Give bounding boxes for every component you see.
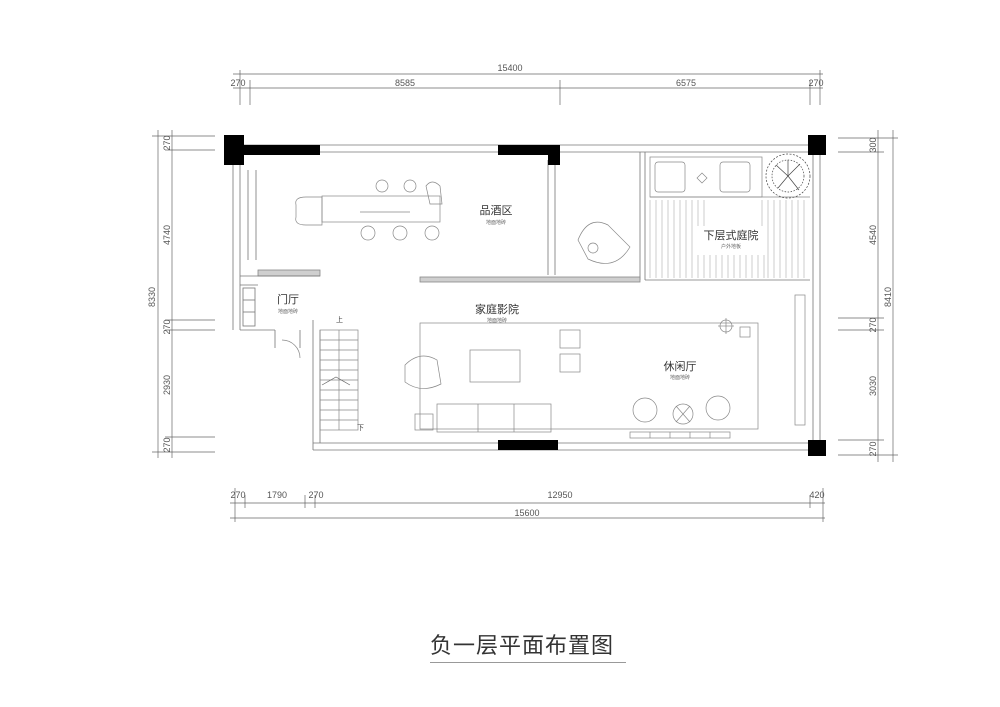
wine-bar-furniture — [295, 179, 443, 241]
dim-bottom-a: 270 — [230, 490, 245, 500]
courtyard-floor: 户外地板 — [721, 243, 741, 250]
dim-right-total: 8410 — [883, 287, 893, 307]
courtyard-name: 下层式庭院 — [704, 228, 759, 242]
dim-top-total: 15400 — [497, 63, 522, 73]
courtyard-furniture — [577, 156, 810, 264]
dim-bottom-e: 420 — [809, 490, 824, 500]
dim-bottom-c: 270 — [308, 490, 323, 500]
bottom-dimension — [230, 488, 825, 522]
dim-left-a: 270 — [162, 135, 172, 150]
left-dimension — [152, 130, 215, 458]
dim-bottom-d: 12950 — [547, 490, 572, 500]
lounge-floor: 地面地砖 — [670, 374, 690, 381]
stair-down-label: 下 — [357, 424, 364, 432]
dim-right-c: 270 — [868, 317, 878, 332]
columns — [224, 135, 826, 456]
stair-up-label: 上 — [336, 315, 343, 324]
dim-right-b: 4540 — [868, 225, 878, 245]
dim-top-right-span: 6575 — [676, 78, 696, 88]
theater-name: 家庭影院 — [475, 302, 519, 316]
title-underline — [430, 662, 626, 663]
dim-left-b: 4740 — [162, 225, 172, 245]
dim-right-d: 3030 — [868, 376, 878, 396]
theater-floor: 地面地砖 — [487, 317, 507, 324]
theater-furniture — [404, 294, 806, 439]
top-dimension — [233, 70, 823, 105]
dim-top-left-span: 8585 — [395, 78, 415, 88]
dim-right-e: 270 — [868, 441, 878, 456]
staircase — [281, 329, 359, 431]
lounge-name: 休闲厅 — [664, 359, 697, 373]
dim-bottom-b: 1790 — [267, 490, 287, 500]
dim-left-c: 270 — [162, 319, 172, 334]
dim-top-left-edge: 270 — [230, 78, 245, 88]
dim-left-total: 8330 — [147, 287, 157, 307]
dim-bottom-total: 15600 — [514, 508, 539, 518]
wine-area-floor: 地面地砖 — [486, 219, 506, 226]
dim-left-d: 2930 — [162, 375, 172, 395]
courtyard-decking — [649, 200, 805, 278]
wine-area-name: 品酒区 — [480, 204, 513, 217]
drawing-title: 负一层平面布置图 — [430, 634, 615, 659]
dim-top-right-edge: 270 — [808, 78, 823, 88]
tree-icon — [765, 153, 811, 199]
dim-right-a: 300 — [868, 137, 878, 152]
right-dimension — [838, 130, 898, 462]
dim-left-e: 270 — [162, 437, 172, 452]
foyer-floor: 地面地砖 — [278, 308, 298, 315]
walls — [232, 144, 821, 455]
foyer-name: 门厅 — [277, 292, 299, 306]
